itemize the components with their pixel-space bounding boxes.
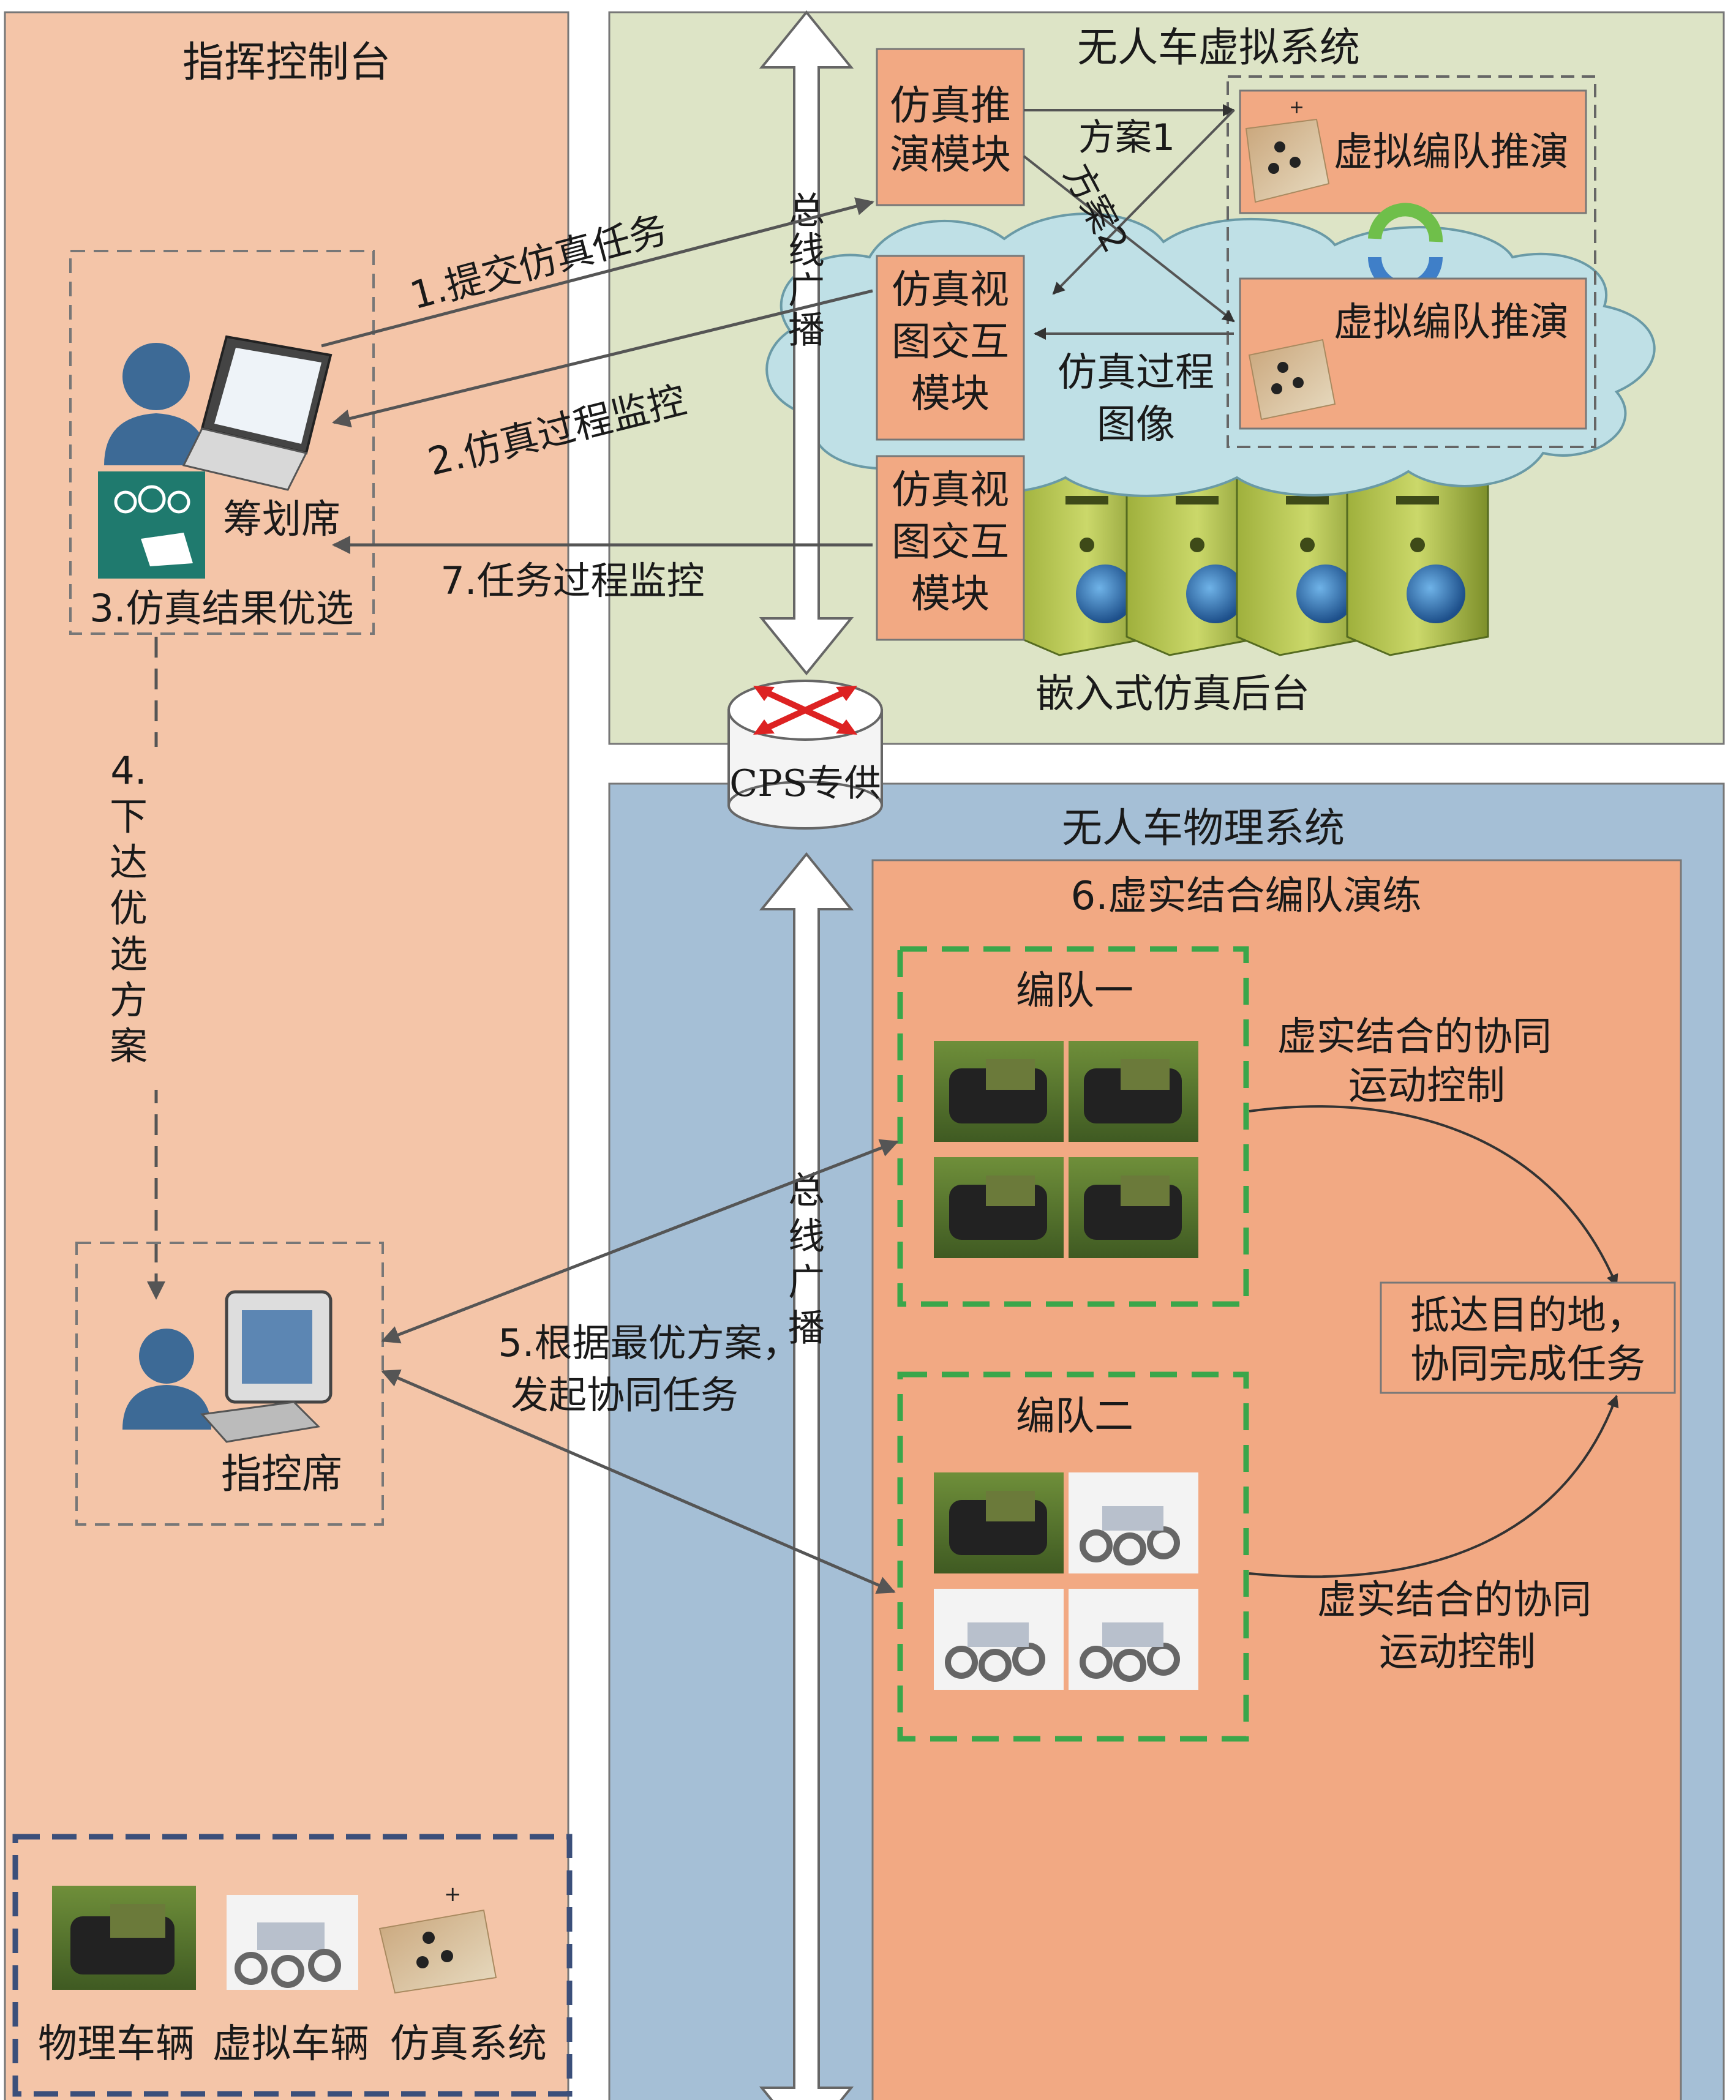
coop1-line1: 虚实结合的协同: [1277, 1014, 1552, 1060]
plan2-arrow: [1023, 155, 1235, 323]
plan1-label: 方案1: [1078, 116, 1175, 159]
step4-label: 4. 下 达 优 选 方 案: [110, 748, 148, 1068]
decision-lightbulb-icon: [98, 471, 205, 579]
virtual-system-title: 无人车虚拟系统: [1077, 24, 1360, 71]
bus-label-top: 总 线 广 播: [788, 190, 825, 352]
arrow-7-label: 7.任务过程监控: [440, 558, 704, 603]
command-console-panel: [4, 11, 569, 2100]
team2-box: [897, 1371, 1249, 1742]
legend-virtual-vehicle-icon: [227, 1895, 358, 1990]
physical-system-title: 无人车物理系统: [1062, 804, 1345, 852]
deduction-2-label: 虚拟编队推演: [1334, 300, 1569, 345]
planning-seat-box: [69, 250, 375, 635]
planning-seat-label: 筹划席: [223, 497, 340, 542]
svg-text:达: 达: [110, 840, 148, 885]
router-icon: [727, 680, 883, 830]
view-module-2-line1: 仿真视: [892, 468, 1009, 513]
result-select-label: 3.仿真结果优选: [89, 586, 353, 631]
team2-label: 编队二: [1016, 1394, 1133, 1439]
desktop-computer-icon: [200, 1290, 333, 1443]
view-module-box-2: [876, 455, 1025, 641]
deduce-module-line1: 仿真推: [890, 82, 1011, 129]
view-module-1-line2: 图交互: [892, 320, 1009, 365]
target-line2: 协同完成任务: [1410, 1342, 1645, 1387]
legend-box: [12, 1834, 573, 2097]
svg-text:案: 案: [110, 1024, 148, 1068]
simulation-terrain-icon-2: [1248, 339, 1336, 421]
coop2-line2: 运动控制: [1379, 1630, 1536, 1675]
coop1-line2: 运动控制: [1348, 1063, 1505, 1109]
arrow-2-monitor: [332, 289, 873, 428]
svg-text:总: 总: [788, 190, 825, 233]
mixed-vehicle-icons: [934, 1472, 1198, 1690]
arrow-5-line1: 5.根据最优方案，: [498, 1321, 800, 1365]
svg-text:+: +: [444, 1882, 462, 1907]
router-label: CPS专供: [729, 762, 881, 805]
svg-text:线: 线: [788, 1215, 825, 1258]
target-line1: 抵达目的地，: [1410, 1293, 1645, 1338]
legend-virtual-label: 虚拟车辆: [212, 2022, 369, 2067]
legend-physical-label: 物理车辆: [38, 2022, 195, 2067]
arrow-5-line2: 发起协同任务: [511, 1373, 738, 1417]
svg-text:方: 方: [110, 978, 148, 1022]
svg-text:播: 播: [788, 309, 825, 352]
coop2-curve: [1249, 1395, 1619, 1578]
target-box: [1380, 1281, 1676, 1394]
legend-physical-vehicle-icon: [52, 1886, 196, 1990]
svg-text:优: 优: [110, 886, 148, 931]
svg-text:线: 线: [788, 230, 825, 272]
deduction-1-label: 虚拟编队推演: [1334, 130, 1569, 175]
physical-vehicle-icon: [934, 1041, 1198, 1258]
view-module-1-line3: 模块: [911, 372, 990, 417]
svg-text:下: 下: [110, 794, 148, 839]
view-module-box-1: [876, 255, 1025, 441]
svg-text:广: 广: [788, 1261, 825, 1304]
plan1-arrow-b: [1052, 109, 1235, 295]
bus-arrow-top: [759, 10, 854, 676]
legend-simulation-label: 仿真系统: [390, 2022, 547, 2067]
command-console-title: 指挥控制台: [182, 39, 391, 87]
laptop-icon: [182, 335, 333, 491]
arrow-5-team1: [381, 1139, 899, 1344]
deduce-module-box: [876, 48, 1025, 206]
command-seat-label: 指控席: [221, 1450, 342, 1498]
team1-label: 编队一: [1016, 969, 1133, 1014]
arrow-1-submit: [321, 197, 874, 348]
coop2-line1: 虚实结合的协同: [1317, 1578, 1591, 1623]
svg-text:4.: 4.: [110, 748, 146, 793]
deduce-module-line2: 演模块: [890, 131, 1011, 178]
legend-simulation-icon: +: [378, 1882, 497, 1994]
view-module-1-line1: 仿真视: [892, 268, 1009, 313]
view-module-2-line3: 模块: [911, 572, 990, 617]
simulation-terrain-icon: +: [1245, 97, 1330, 203]
team1-box: [897, 946, 1249, 1307]
view-module-2-line2: 图交互: [892, 520, 1009, 565]
process-image-line1: 仿真过程: [1058, 350, 1214, 396]
coop1-curve: [1249, 1105, 1618, 1287]
deduction-group-box: [1227, 75, 1596, 448]
arrow-5-team2: [381, 1369, 896, 1594]
drill-title: 6.虚实结合编队演练: [1070, 874, 1421, 919]
operator-icon: [122, 1329, 211, 1430]
svg-text:选: 选: [110, 932, 148, 977]
user-icon: [104, 343, 208, 465]
process-image-line2: 图像: [1097, 402, 1175, 448]
svg-text:+: +: [1289, 97, 1304, 118]
backend-label: 嵌入式仿真后台: [1035, 672, 1310, 717]
